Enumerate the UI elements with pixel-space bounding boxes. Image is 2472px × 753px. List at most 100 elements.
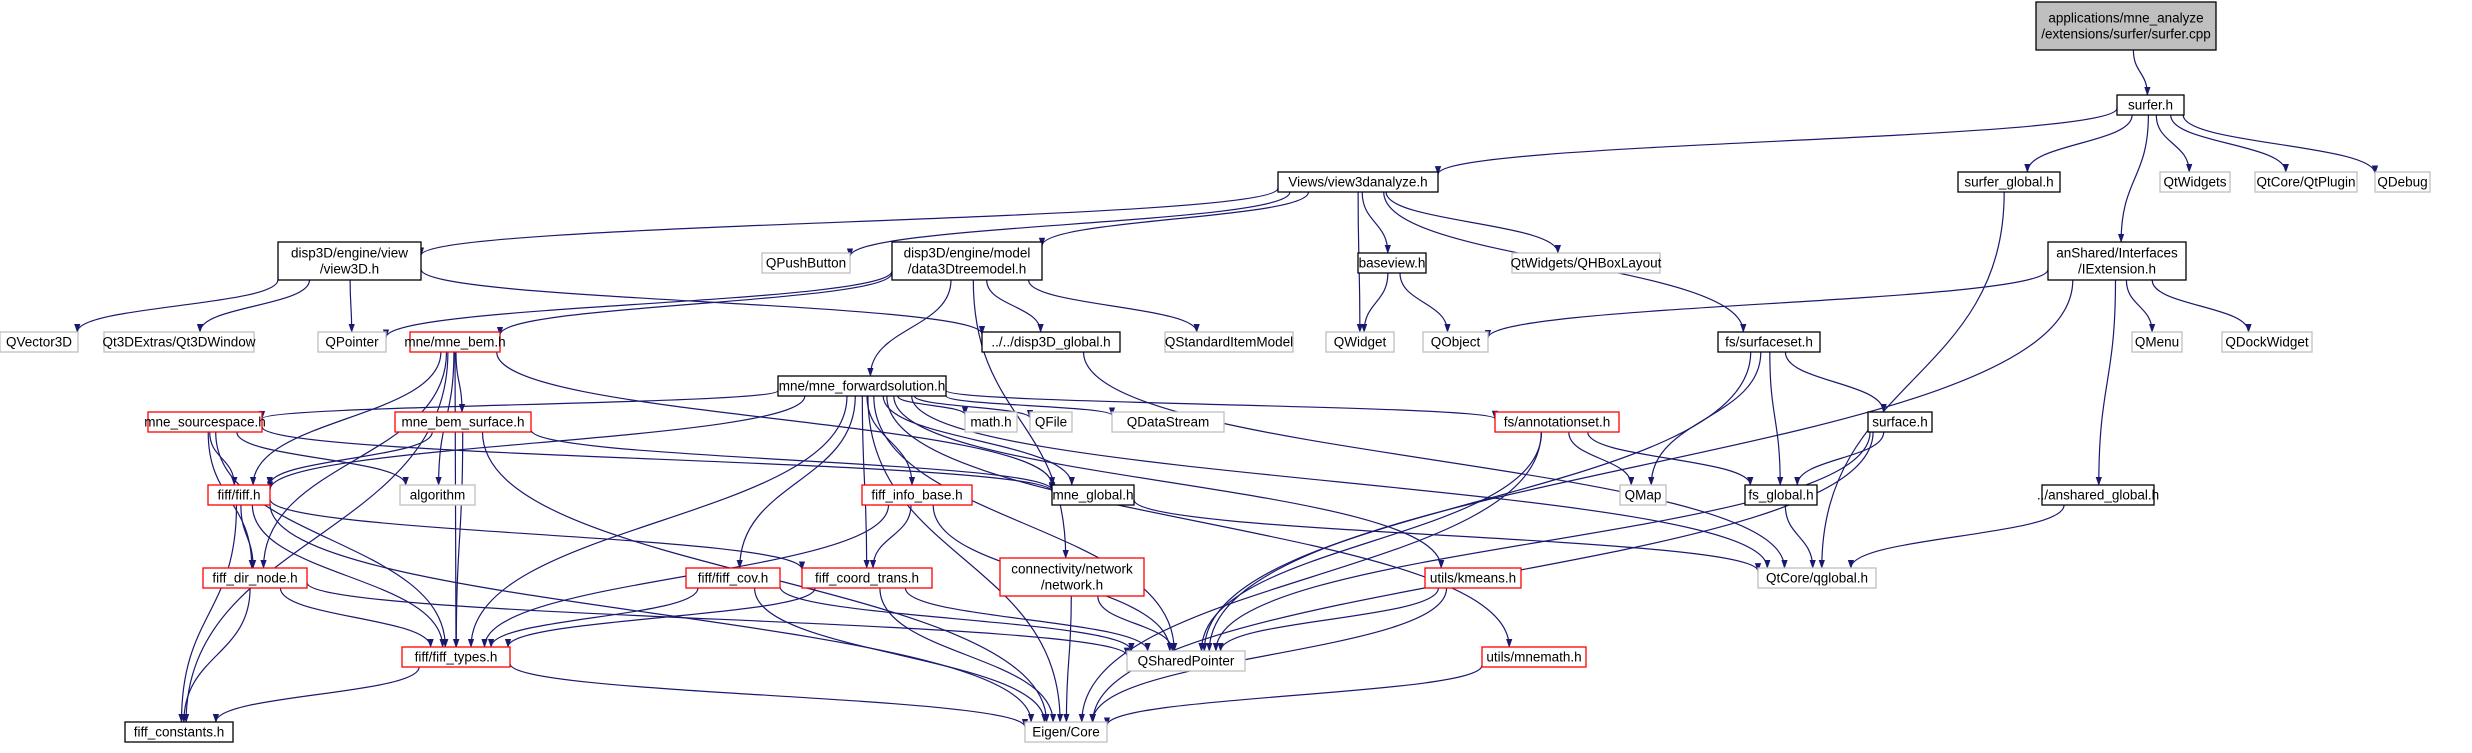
node-label: /IExtension.h [2078, 262, 2156, 277]
edge-fwdsolution-to-math-h [897, 395, 969, 416]
node-box [801, 567, 933, 589]
graph-node-mnemath[interactable]: utils/mnemath.h [1481, 646, 1587, 668]
graph-node-qvector3d: QVector3D [0, 331, 79, 353]
edge-fwdsolution-to-qfile [913, 395, 1034, 419]
node-label: fiff_info_base.h [871, 488, 962, 503]
node-label: fiff_coord_trans.h [815, 571, 919, 586]
graph-node-fiff-h[interactable]: fiff/fiff.h [207, 484, 271, 506]
edge-iextension-to-qsharedpointer [1206, 279, 2074, 652]
node-box [409, 331, 501, 353]
graph-node-fiff-types[interactable]: fiff/fiff_types.h [401, 646, 511, 668]
graph-node-qstandarditem: QStandardItemModel [1164, 331, 1294, 353]
node-label: QWidget [1334, 335, 1387, 350]
node-box [891, 241, 1043, 281]
edge-fwdsolution-to-fiff-h [266, 395, 806, 491]
edge-surfer-global-to-qglobal [1818, 191, 2005, 569]
node-label: mne/mne_bem.h [404, 335, 505, 350]
node-box [964, 411, 1018, 433]
node-label: fs_global.h [1748, 488, 1813, 503]
node-box [761, 252, 851, 274]
graph-node-sourcespace[interactable]: mne_sourcespace.h [144, 411, 266, 433]
graph-node-data3dtree[interactable]: disp3D/engine/model/data3Dtreemodel.h [891, 241, 1043, 281]
graph-node-mne-global[interactable]: mne_global.h [1051, 484, 1135, 506]
graph-node-baseview[interactable]: baseview.h [1357, 252, 1427, 274]
node-box [399, 484, 476, 506]
edge-mne-bem-to-mne-global [496, 351, 1056, 487]
edge-mne-bem-to-fiff-dir-node [260, 351, 448, 569]
node-label: QStandardItemModel [1165, 335, 1293, 350]
edge-surfer-h-to-surfer-global [2024, 114, 2133, 173]
edge-mne-global-to-qglobal [1133, 499, 1762, 573]
edge-view3danalyze-to-qpushbutton [846, 191, 1291, 258]
node-label: /network.h [1041, 578, 1103, 593]
graph-node-iextension[interactable]: anShared/Interfaces/IExtension.h [2047, 241, 2187, 281]
graph-node-qglobal: QtCore/qglobal.h [1757, 567, 1877, 589]
graph-node-surfer-global[interactable]: surfer_global.h [1957, 171, 2061, 193]
node-label: mne_sourcespace.h [144, 415, 266, 430]
node-label: fiff_dir_node.h [212, 571, 297, 586]
graph-node-fs-global[interactable]: fs_global.h [1744, 484, 1818, 506]
graph-node-view3danalyze[interactable]: Views/view3danalyze.h [1277, 171, 1439, 193]
edge-disp3d-global-to-qglobal [1082, 351, 1788, 569]
graph-node-annotationset[interactable]: fs/annotationset.h [1494, 411, 1620, 433]
graph-node-surfer-h[interactable]: surfer.h [2116, 94, 2185, 116]
node-label: utils/mnemath.h [1486, 650, 1581, 665]
graph-node-qmap: QMap [1619, 484, 1667, 506]
edge-baseview-to-qwidget [1360, 272, 1389, 333]
graph-node-qhboxlayout: QtWidgets/QHBoxLayout [1511, 252, 1662, 274]
node-box [1051, 484, 1135, 506]
edge-annotationset-to-eigen-core [1078, 431, 1542, 723]
graph-node-anshared-global[interactable]: ../anshared_global.h [2037, 484, 2159, 506]
graph-node-fiff-coord-trans[interactable]: fiff_coord_trans.h [801, 567, 933, 589]
node-box [1325, 331, 1395, 353]
node-box [103, 331, 255, 353]
graph-node-qdockwidget: QDockWidget [2221, 331, 2313, 353]
edge-fiff-dir-node-to-qsharedpointer [306, 582, 1130, 657]
graph-node-qwidgets: QtWidgets [2159, 171, 2231, 193]
graph-node-mne-bem[interactable]: mne/mne_bem.h [404, 331, 506, 353]
graph-node-qtplugin: QtCore/QtPlugin [2254, 171, 2358, 193]
edge-fiff-coord-trans-to-fiff-types [504, 587, 816, 648]
node-box [2035, 1, 2217, 51]
node-box [1867, 411, 1933, 433]
graph-node-kmeans[interactable]: utils/kmeans.h [1424, 567, 1522, 589]
graph-node-disp3d-global[interactable]: ../../disp3D_global.h [981, 331, 1121, 353]
node-box [1494, 411, 1620, 433]
graph-node-view3d[interactable]: disp3D/engine/view/view3D.h [277, 241, 422, 281]
node-box [1481, 646, 1587, 668]
edge-data3dtree-to-qpointer [382, 270, 893, 339]
node-box [394, 411, 532, 433]
node-label: ../../disp3D_global.h [991, 335, 1110, 350]
edge-fwdsolution-to-qsharedpointer [873, 395, 1178, 652]
graph-node-bem-surface[interactable]: mne_bem_surface.h [394, 411, 532, 433]
edge-fiff-h-to-fiff-coord-trans [269, 498, 806, 571]
graph-node-surface-h[interactable]: surface.h [1867, 411, 1933, 433]
node-box [861, 484, 973, 506]
graph-node-fiff-cov[interactable]: fiff/fiff_cov.h [685, 567, 781, 589]
edge-sourcespace-to-fiff-h [209, 431, 238, 486]
graph-node-network[interactable]: connectivity/network/network.h [999, 557, 1145, 597]
node-label: QPushButton [766, 256, 846, 271]
graph-node-root[interactable]: applications/mne_analyze/extensions/surf… [2035, 1, 2217, 51]
graph-node-qobject: QObject [1422, 331, 1489, 353]
edge-kmeans-to-eigen-core [1089, 587, 1448, 723]
graph-node-surfaceset[interactable]: fs/surfaceset.h [1717, 331, 1821, 353]
edge-view3d-to-qt3dwindow [196, 279, 311, 333]
graph-node-qdebug: QDebug [2374, 171, 2431, 193]
graph-node-fiff-constants[interactable]: fiff_constants.h [124, 721, 234, 743]
node-label: connectivity/network [1011, 562, 1133, 577]
node-label: fs/surfaceset.h [1725, 335, 1813, 350]
node-box [999, 557, 1145, 597]
edge-network-to-eigen-core [1063, 595, 1072, 723]
graph-node-fwdsolution[interactable]: mne/mne_forwardsolution.h [777, 375, 947, 397]
node-label: QDebug [2377, 175, 2427, 190]
edge-fiff-types-to-fiff-constants [212, 666, 420, 723]
graph-node-fiff-dir-node[interactable]: fiff_dir_node.h [202, 567, 308, 589]
node-box [2047, 241, 2187, 281]
edge-bem-surface-to-fiff-types [453, 431, 464, 648]
node-label: fiff_constants.h [134, 725, 225, 740]
node-label: surfer_global.h [1964, 175, 2053, 190]
edge-fiff-cov-to-fiff-types [488, 587, 699, 648]
graph-node-fiff-info-base[interactable]: fiff_info_base.h [861, 484, 973, 506]
edge-iextension-to-anshared-global [2095, 279, 2117, 486]
